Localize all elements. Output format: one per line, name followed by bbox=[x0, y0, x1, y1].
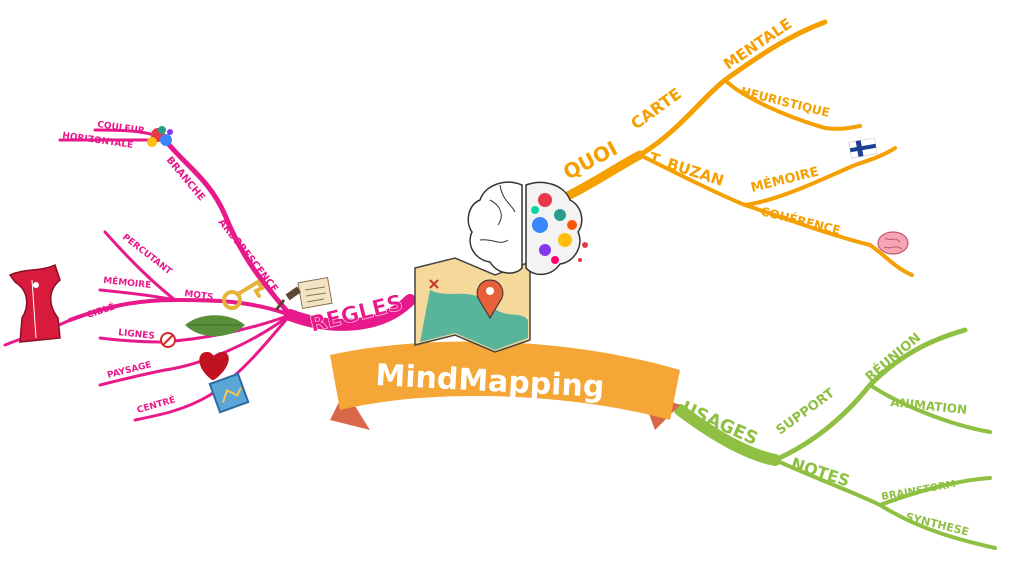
center-banner: MindMapping bbox=[330, 341, 680, 430]
cible-label: CIBLÉ bbox=[85, 301, 116, 321]
usages-branches bbox=[674, 327, 997, 550]
corset-icon bbox=[8, 263, 61, 343]
paint-splash-icon bbox=[147, 126, 173, 147]
synthese-label: SYNTHESE bbox=[904, 510, 970, 538]
brainstorm-label: BRAINSTORM bbox=[881, 479, 957, 503]
heart-icon bbox=[199, 352, 229, 380]
gavel-scroll-icon bbox=[274, 277, 333, 311]
reunion-label: RÉUNION bbox=[862, 330, 924, 385]
buzan-label: T. BUZAN bbox=[647, 149, 726, 190]
leaf-icon bbox=[185, 315, 245, 337]
map-pin-icon bbox=[414, 257, 531, 353]
couleur-label: COULEUR bbox=[97, 120, 146, 137]
lignes-label: LIGNES bbox=[118, 328, 155, 342]
arborescence-label: ARBORESCENCE bbox=[216, 217, 280, 295]
coherence-label: COHÉRENCE bbox=[759, 203, 842, 237]
quoi-labels: QUOI CARTE MENTALE HEURISTIQUE T. BUZAN … bbox=[559, 15, 842, 238]
brain-icon bbox=[467, 181, 588, 276]
no-sign-icon bbox=[160, 332, 176, 348]
mots-label: MOTS bbox=[184, 289, 214, 303]
usages-labels: USAGES SUPPORT RÉUNION ANIMATION NOTES B… bbox=[678, 330, 970, 539]
memoire-label-quoi: MÉMOIRE bbox=[749, 164, 820, 196]
key-icon bbox=[222, 279, 265, 310]
small-brain-icon bbox=[877, 231, 909, 255]
quoi-label: QUOI bbox=[559, 136, 621, 184]
banner-ribbon bbox=[330, 341, 680, 420]
picture-icon bbox=[208, 372, 250, 414]
horizontale-label: HORIZONTALE bbox=[62, 131, 134, 151]
finland-flag-icon bbox=[848, 137, 878, 159]
notes-label: NOTES bbox=[789, 454, 852, 491]
quoi-branches bbox=[555, 19, 914, 277]
memoire-label-regles: MÉMOIRE bbox=[103, 274, 152, 291]
